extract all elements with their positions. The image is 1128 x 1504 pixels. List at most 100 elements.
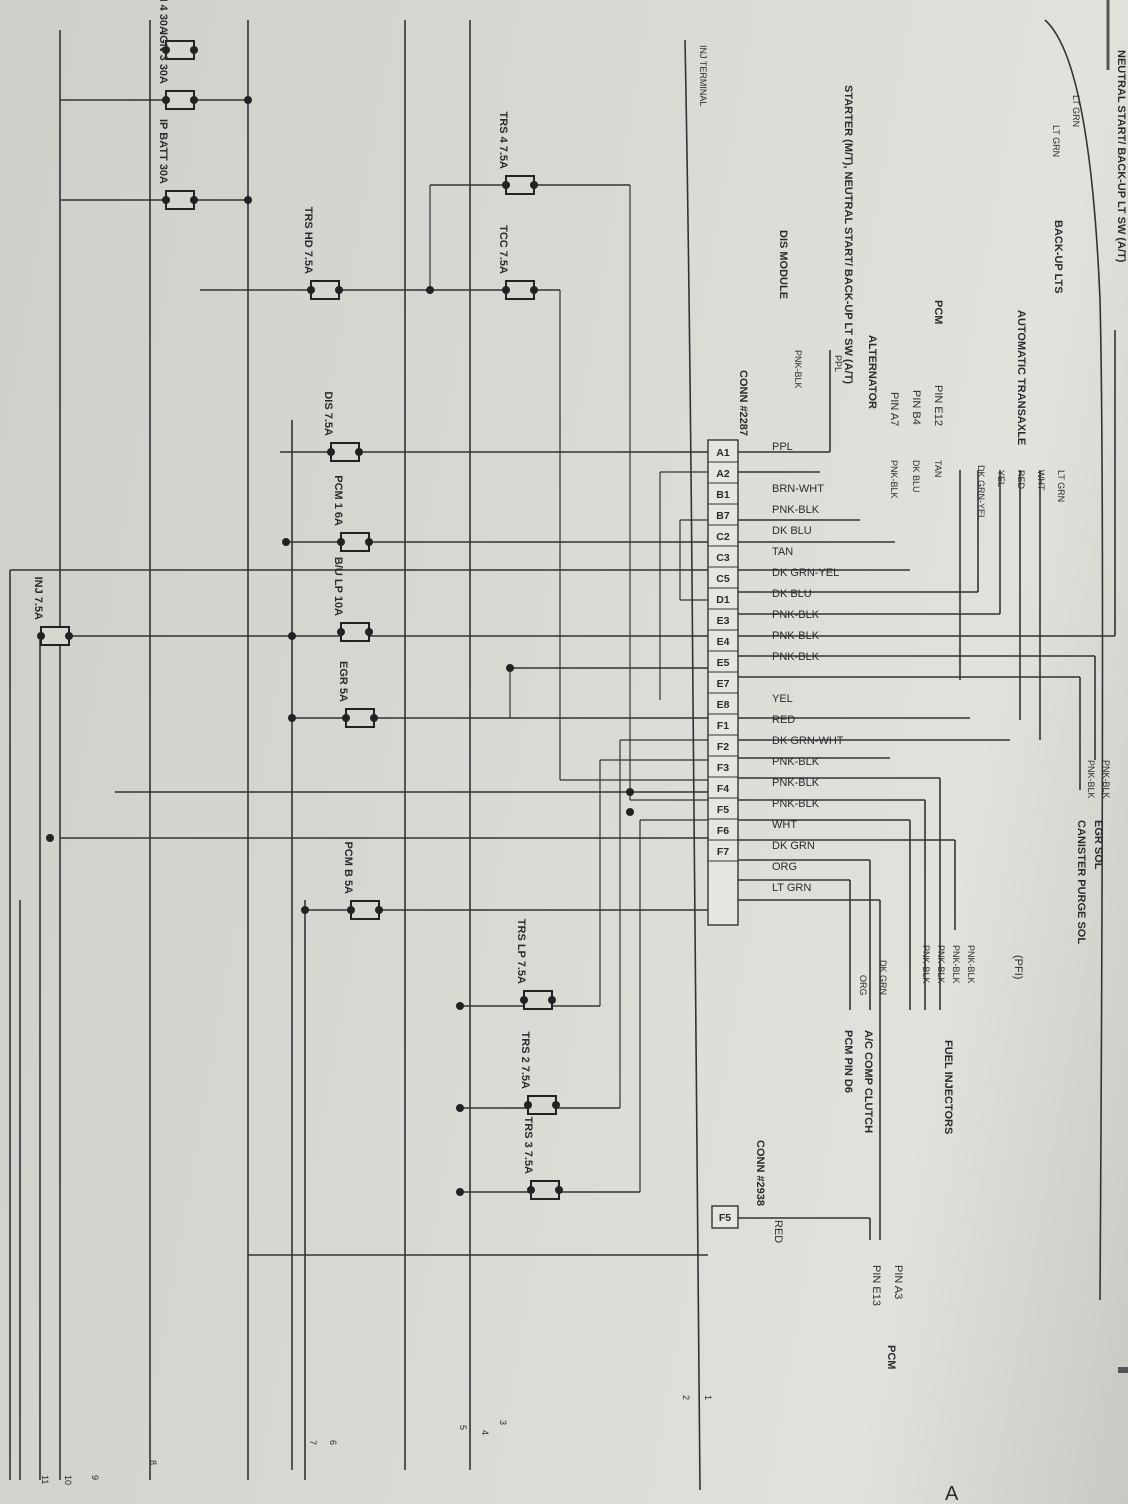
wire-pnk-blk-dis: PNK-BLK	[793, 350, 803, 389]
connector-pin-id: C2	[716, 531, 730, 543]
fuse-terminal	[342, 714, 350, 722]
fuse-terminal	[530, 181, 538, 189]
fuse-label: TRS 3 7.5A	[522, 1117, 534, 1175]
fuse-terminal	[370, 714, 378, 722]
connector-pin-id: C3	[716, 552, 730, 564]
fuse-terminal	[524, 1101, 532, 1109]
connector-wire-color: PNK-BLK	[772, 651, 820, 663]
fuse-terminal	[190, 196, 198, 204]
automatic-transaxle-label: AUTOMATIC TRANSAXLE	[1015, 310, 1027, 445]
connector-wire-color: DK GRN	[772, 840, 815, 852]
fuse-body	[527, 1095, 557, 1115]
connector-extra-wire: ORG	[772, 861, 797, 873]
dis-module-label: DIS MODULE	[777, 230, 789, 299]
back-up-lts-label: BACK-UP LTS	[1052, 220, 1064, 294]
fuse: TRS 3 7.5A	[522, 1117, 563, 1200]
connector-pin-id: E7	[717, 678, 730, 690]
connector-wire-color: PNK-BLK	[772, 798, 820, 810]
pfi-label: (PFI)	[1012, 955, 1024, 979]
fuse-terminal	[347, 906, 355, 914]
wire-purge: PNK-BLK	[1086, 760, 1096, 799]
fuse-label: DIS 7.5A	[322, 391, 334, 436]
connector-wire-color: PNK-BLK	[772, 609, 820, 621]
connector-pin-id: C5	[716, 573, 730, 585]
wire-org: ORG	[858, 975, 868, 996]
fuse-terminal	[365, 628, 373, 636]
pcm-right-pin-a3: PIN A3	[892, 1265, 904, 1299]
pcm-pin-d6-label: PCM PIN D6	[842, 1030, 854, 1093]
conn-2938-wire: RED	[772, 1220, 784, 1243]
harness-boundary-left	[684, 39, 701, 1491]
connector-pin-id: E3	[717, 615, 730, 627]
fuse-label: PCM 1 6A	[332, 475, 344, 526]
wire-wht: WHT	[1036, 470, 1046, 491]
fuse-body	[165, 190, 195, 210]
connector-pin-id: F4	[717, 783, 729, 795]
grid-number: 2	[681, 1395, 691, 1400]
wire-yel: YEL	[996, 470, 1006, 487]
fuel-injectors-label: FUEL INJECTORS	[942, 1040, 954, 1134]
connector-wire-color: PNK-BLK	[772, 630, 820, 642]
wire-inj-1: PNK-BLK	[966, 945, 976, 984]
connector-wire-color: PNK-BLK	[772, 756, 820, 768]
wire-lt-grn-2: LT GRN	[1051, 125, 1061, 157]
connector-pin-id: B1	[716, 489, 730, 501]
fuse-label: TRS LP 7.5A	[515, 919, 527, 984]
fuse-label: EGR 5A	[337, 661, 349, 702]
grid-number: 9	[90, 1475, 100, 1480]
connector-wire-color: DK BLU	[772, 588, 812, 600]
fuse-terminal	[365, 538, 373, 546]
grid-number: 6	[328, 1440, 338, 1445]
power-bus-lines	[9, 20, 471, 1480]
fuse: PCM 1 6A	[332, 475, 373, 552]
connector-wire-color: DK GRN-WHT	[772, 735, 844, 747]
pcm-right-label: PCM	[885, 1345, 897, 1369]
fuse: EGR 5A	[337, 661, 378, 728]
fuse-terminal	[65, 632, 73, 640]
fuse-terminal	[162, 96, 170, 104]
fuse-terminal	[307, 286, 315, 294]
wire-inj-3: PNK-BLK	[936, 945, 946, 984]
fuse-label: IGN 4 30A	[157, 0, 169, 34]
connector-pin-id: F7	[717, 846, 729, 858]
fuse-label: TRS 4 7.5A	[497, 112, 509, 170]
fuse-terminal	[335, 286, 343, 294]
wire-red: RED	[1016, 470, 1026, 490]
connector-pin-id: F1	[717, 720, 729, 732]
fuse-body	[40, 626, 70, 646]
wire-pnk-blk: PNK-BLK	[889, 460, 899, 499]
fuse-terminal	[337, 538, 345, 546]
wire-dk-grn-yel: DK GRN-YEL	[976, 465, 986, 520]
fuse: IGN 4 30A	[157, 0, 198, 60]
connector-pin-id: B7	[716, 510, 730, 522]
wire-inj-2: PNK-BLK	[951, 945, 961, 984]
grid-number: 8	[148, 1460, 158, 1465]
fuse: B/U LP 10A	[332, 557, 373, 642]
conn-2938-pin: F5	[719, 1212, 731, 1224]
output-wires	[738, 330, 1116, 1240]
fuse-body	[165, 90, 195, 110]
wire-dk-blu: DK BLU	[911, 460, 921, 493]
fuse-label: TRS HD 7.5A	[302, 207, 314, 274]
fuse-terminal	[337, 628, 345, 636]
connector-pin-id: A1	[716, 447, 730, 459]
fuse-body	[340, 532, 370, 552]
fuse-terminal	[530, 286, 538, 294]
pcm-pin-e12: PIN E12	[932, 385, 944, 426]
page-letter: A	[945, 1483, 959, 1504]
harness-boundary-right	[1044, 19, 1104, 1301]
fuse: TRS 2 7.5A	[519, 1032, 560, 1115]
fuse-label: TCC 7.5A	[497, 225, 509, 274]
connector-extra-wire: LT GRN	[772, 882, 811, 894]
wire-ppl: PPL	[833, 355, 843, 372]
connector-pin-id: E8	[717, 699, 730, 711]
fuse-terminal	[190, 96, 198, 104]
connector-wire-color: TAN	[772, 546, 793, 558]
wire-tan: TAN	[933, 460, 943, 477]
